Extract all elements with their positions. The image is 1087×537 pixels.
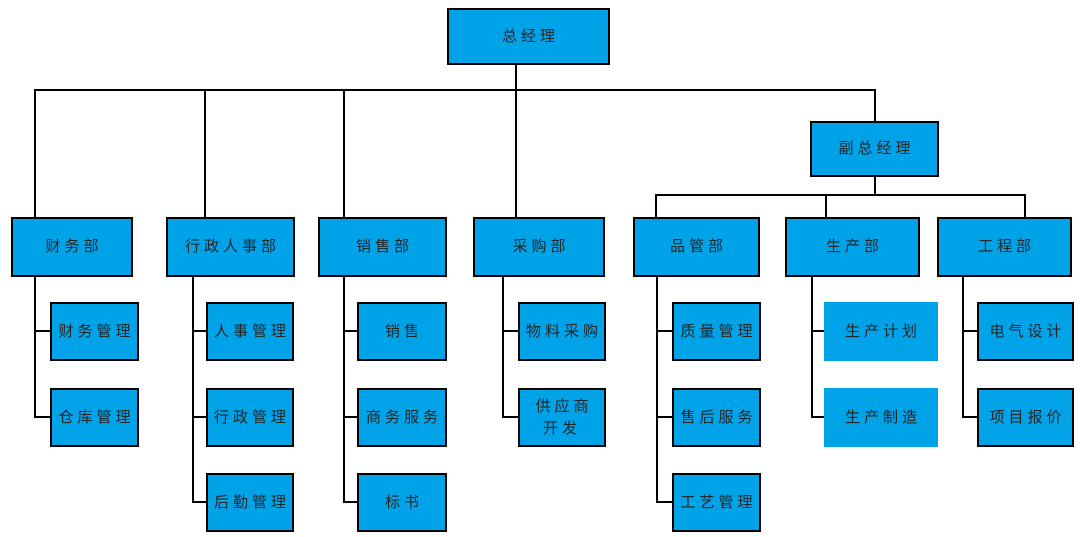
- connector-line: [655, 195, 657, 217]
- org-node-dept-admin-hr: 行政人事部: [166, 217, 295, 277]
- connector-line: [192, 330, 206, 332]
- org-node-sub-warehouse-mgmt: 仓库管理: [50, 388, 139, 447]
- org-node-dept-quality: 品管部: [633, 217, 760, 277]
- org-node-sub-electrical-design: 电气设计: [977, 302, 1074, 361]
- connector-line: [34, 89, 876, 91]
- connector-line: [34, 90, 36, 217]
- connector-line: [343, 277, 345, 503]
- org-node-sub-aftersales-service: 售后服务: [672, 388, 761, 447]
- connector-line: [343, 90, 345, 217]
- connector-line: [34, 416, 50, 418]
- org-node-dept-sales: 销售部: [318, 217, 447, 277]
- connector-line: [811, 416, 824, 418]
- connector-line: [502, 330, 518, 332]
- org-node-sub-bidding: 标书: [357, 473, 447, 532]
- org-node-sub-quality-mgmt: 质量管理: [672, 302, 761, 361]
- connector-line: [962, 330, 977, 332]
- connector-line: [874, 177, 876, 195]
- org-node-sub-hr-mgmt: 人事管理: [206, 302, 294, 361]
- org-node-sub-project-quotation: 项目报价: [977, 388, 1074, 447]
- org-node-dept-engineering: 工程部: [937, 217, 1072, 277]
- connector-line: [811, 277, 813, 418]
- org-node-deputy-general-manager: 副总经理: [810, 121, 939, 177]
- org-node-sub-production-manufacturing: 生产制造: [824, 388, 938, 447]
- connector-line: [656, 330, 672, 332]
- connector-line: [192, 277, 194, 503]
- connector-line: [343, 501, 357, 503]
- org-node-sub-process-mgmt: 工艺管理: [672, 473, 761, 532]
- connector-line: [962, 416, 977, 418]
- connector-line: [656, 277, 658, 503]
- connector-line: [502, 277, 504, 418]
- connector-line: [192, 501, 206, 503]
- connector-line: [655, 194, 1026, 196]
- org-node-sub-admin-mgmt: 行政管理: [206, 388, 294, 447]
- connector-line: [825, 195, 827, 217]
- org-node-sub-logistics-mgmt: 后勤管理: [206, 473, 294, 532]
- connector-line: [34, 330, 50, 332]
- connector-line: [204, 90, 206, 217]
- connector-line: [515, 65, 517, 217]
- connector-line: [656, 416, 672, 418]
- connector-line: [811, 330, 824, 332]
- connector-line: [34, 277, 36, 418]
- org-node-sub-supplier-development: 供应商 开发: [518, 388, 606, 447]
- org-node-dept-production: 生产部: [785, 217, 920, 277]
- connector-line: [343, 330, 357, 332]
- org-node-sub-finance-mgmt: 财务管理: [50, 302, 139, 361]
- org-node-sub-material-purchasing: 物料采购: [518, 302, 606, 361]
- connector-line: [656, 501, 672, 503]
- org-node-general-manager: 总经理: [447, 8, 610, 65]
- connector-line: [502, 416, 518, 418]
- org-node-dept-finance: 财务部: [11, 217, 133, 277]
- org-node-sub-production-planning: 生产计划: [824, 302, 938, 361]
- connector-line: [962, 277, 964, 418]
- connector-line: [192, 416, 206, 418]
- org-node-sub-business-service: 商务服务: [357, 388, 447, 447]
- connector-line: [1024, 195, 1026, 217]
- connector-line: [343, 416, 357, 418]
- org-node-sub-sales: 销售: [357, 302, 447, 361]
- org-node-dept-purchasing: 采购部: [473, 217, 605, 277]
- connector-line: [874, 90, 876, 121]
